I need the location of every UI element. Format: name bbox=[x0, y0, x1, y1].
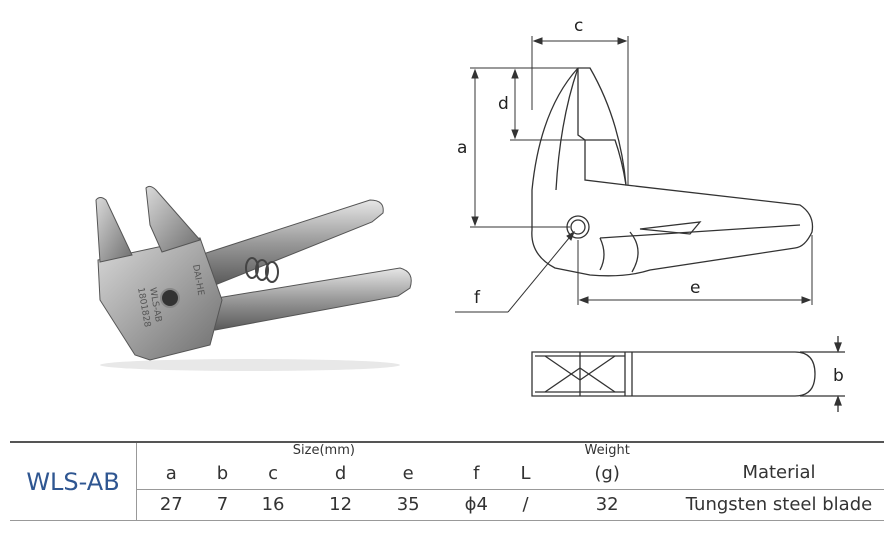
pivot-hole bbox=[160, 288, 180, 308]
dim-label-e: e bbox=[690, 278, 701, 298]
lower-handle bbox=[204, 267, 412, 331]
value-d: 12 bbox=[329, 494, 353, 515]
col-header-L: L bbox=[520, 463, 531, 484]
col-header-d: d bbox=[334, 463, 347, 484]
model-name: WLS-AB bbox=[10, 442, 137, 521]
value-f: ϕ4 bbox=[464, 494, 488, 515]
col-header-b: b bbox=[216, 463, 229, 484]
spec-table: WLS-AB Size(mm) Weight Material a b c d … bbox=[10, 441, 884, 521]
body-plate bbox=[97, 237, 223, 361]
dim-label-c: c bbox=[574, 16, 584, 36]
weight-header: Weight bbox=[584, 443, 630, 458]
col-header-f: f bbox=[473, 463, 480, 484]
side-view bbox=[531, 67, 814, 277]
dimension-lines bbox=[455, 36, 813, 313]
dim-label-f: f bbox=[474, 288, 480, 308]
product-photo: DAI-HE WLS-AB 1801828 bbox=[95, 185, 412, 371]
value-material: Tungsten steel blade bbox=[685, 494, 873, 515]
dim-label-b: b bbox=[833, 366, 844, 386]
col-header-e: e bbox=[402, 463, 414, 484]
value-L: / bbox=[522, 494, 529, 515]
value-e: 35 bbox=[396, 494, 420, 515]
col-header-a: a bbox=[165, 463, 177, 484]
dim-label-a: a bbox=[457, 138, 468, 158]
value-weight: 32 bbox=[595, 494, 619, 515]
col-header-c: c bbox=[268, 463, 279, 484]
spring bbox=[245, 257, 279, 283]
left-jaw bbox=[95, 197, 133, 263]
top-view bbox=[531, 336, 845, 412]
photo-shadow bbox=[100, 359, 400, 371]
value-b: 7 bbox=[216, 494, 229, 515]
technical-drawing bbox=[455, 36, 845, 412]
value-a: 27 bbox=[159, 494, 183, 515]
size-header: Size(mm) bbox=[292, 443, 355, 458]
right-jaw bbox=[145, 185, 201, 253]
material-header: Material bbox=[742, 462, 816, 483]
value-c: 16 bbox=[261, 494, 285, 515]
dim-label-d: d bbox=[498, 94, 509, 114]
col-header-weight-unit: (g) bbox=[594, 463, 620, 484]
